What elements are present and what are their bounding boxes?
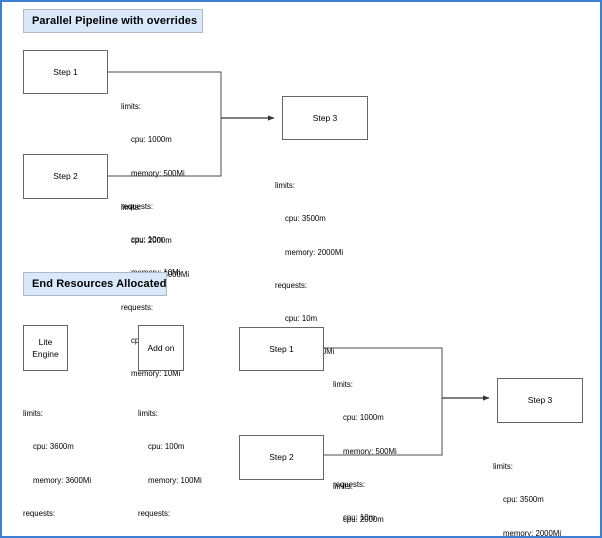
spec-requests-cpu: cpu: 10m [343, 512, 376, 522]
spec-requests-label: requests: [333, 479, 366, 489]
spec-limits-memory: memory: 3600Mi [33, 475, 92, 485]
spec-bottom-step-2: limits: cpu: 2000m memory: 3000Mi reques… [333, 459, 401, 536]
section-title-end-resources: End Resources Allocated [23, 272, 167, 296]
node-lite-engine-label-line1: Lite [38, 336, 53, 347]
node-bottom-step-1-label: Step 1 [269, 343, 294, 354]
spec-bottom-step-3: limits: cpu: 3500m memory: 2000Mi reques… [493, 439, 562, 538]
spec-limits-cpu: cpu: 100m [148, 442, 185, 452]
node-lite-engine[interactable]: Lite Engine [23, 325, 68, 371]
spec-limits-memory: memory: 500Mi [131, 168, 185, 178]
spec-limits-label: limits: [121, 102, 141, 112]
spec-limits-cpu: cpu: 3500m [503, 495, 544, 505]
spec-requests-label: requests: [275, 280, 308, 290]
spec-add-on: limits: cpu: 100m memory: 100Mi requests… [138, 386, 202, 536]
node-bottom-step-3-label: Step 3 [527, 395, 553, 406]
spec-lite-engine: limits: cpu: 3600m memory: 3600Mi reques… [23, 386, 92, 536]
spec-requests-cpu: cpu: 10m [285, 313, 318, 323]
node-top-step-2[interactable]: Step 2 [23, 154, 108, 199]
node-add-on[interactable]: Add on [138, 325, 184, 371]
node-top-step-3-label: Step 3 [312, 112, 338, 123]
spec-limits-cpu: cpu: 1000m [131, 135, 172, 145]
spec-limits-cpu: cpu: 1000m [343, 413, 384, 423]
spec-limits-cpu: cpu: 3600m [33, 442, 74, 452]
spec-limits-label: limits: [275, 181, 295, 191]
node-lite-engine-label-line2: Engine [32, 349, 59, 359]
node-bottom-step-2[interactable]: Step 2 [239, 435, 324, 480]
node-top-step-3[interactable]: Step 3 [282, 96, 368, 140]
node-top-step-2-label: Step 2 [53, 171, 78, 182]
spec-limits-cpu: cpu: 3500m [285, 214, 326, 224]
spec-limits-memory: memory: 100Mi [148, 475, 202, 485]
spec-limits-cpu: cpu: 2000m [343, 515, 384, 525]
spec-requests-label: requests: [121, 201, 154, 211]
spec-limits-label: limits: [333, 482, 353, 492]
node-top-step-1-label: Step 1 [53, 66, 78, 77]
spec-limits-label: limits: [121, 203, 141, 213]
spec-requests-label: requests: [23, 508, 56, 518]
node-top-step-1[interactable]: Step 1 [23, 50, 108, 94]
spec-requests-label: requests: [138, 508, 171, 518]
spec-requests-label: requests: [121, 302, 154, 312]
spec-limits-label: limits: [23, 409, 43, 419]
spec-limits-cpu: cpu: 2000m [131, 236, 172, 246]
node-bottom-step-3[interactable]: Step 3 [497, 378, 583, 423]
node-bottom-step-2-label: Step 2 [269, 452, 294, 463]
spec-limits-memory: memory: 2000Mi [285, 247, 344, 257]
spec-limits-memory: memory: 500Mi [343, 446, 397, 456]
spec-limits-memory: memory: 2000Mi [503, 528, 562, 538]
spec-requests-memory: memory: 10Mi [131, 369, 181, 379]
spec-limits-label: limits: [138, 409, 158, 419]
spec-limits-label: limits: [333, 380, 353, 390]
spec-limits-label: limits: [493, 462, 513, 472]
node-add-on-label: Add on [147, 342, 175, 353]
node-bottom-step-1[interactable]: Step 1 [239, 327, 324, 371]
spec-requests-cpu: cpu: 10m [131, 234, 164, 244]
section-title-parallel-pipeline: Parallel Pipeline with overrides [23, 9, 203, 33]
